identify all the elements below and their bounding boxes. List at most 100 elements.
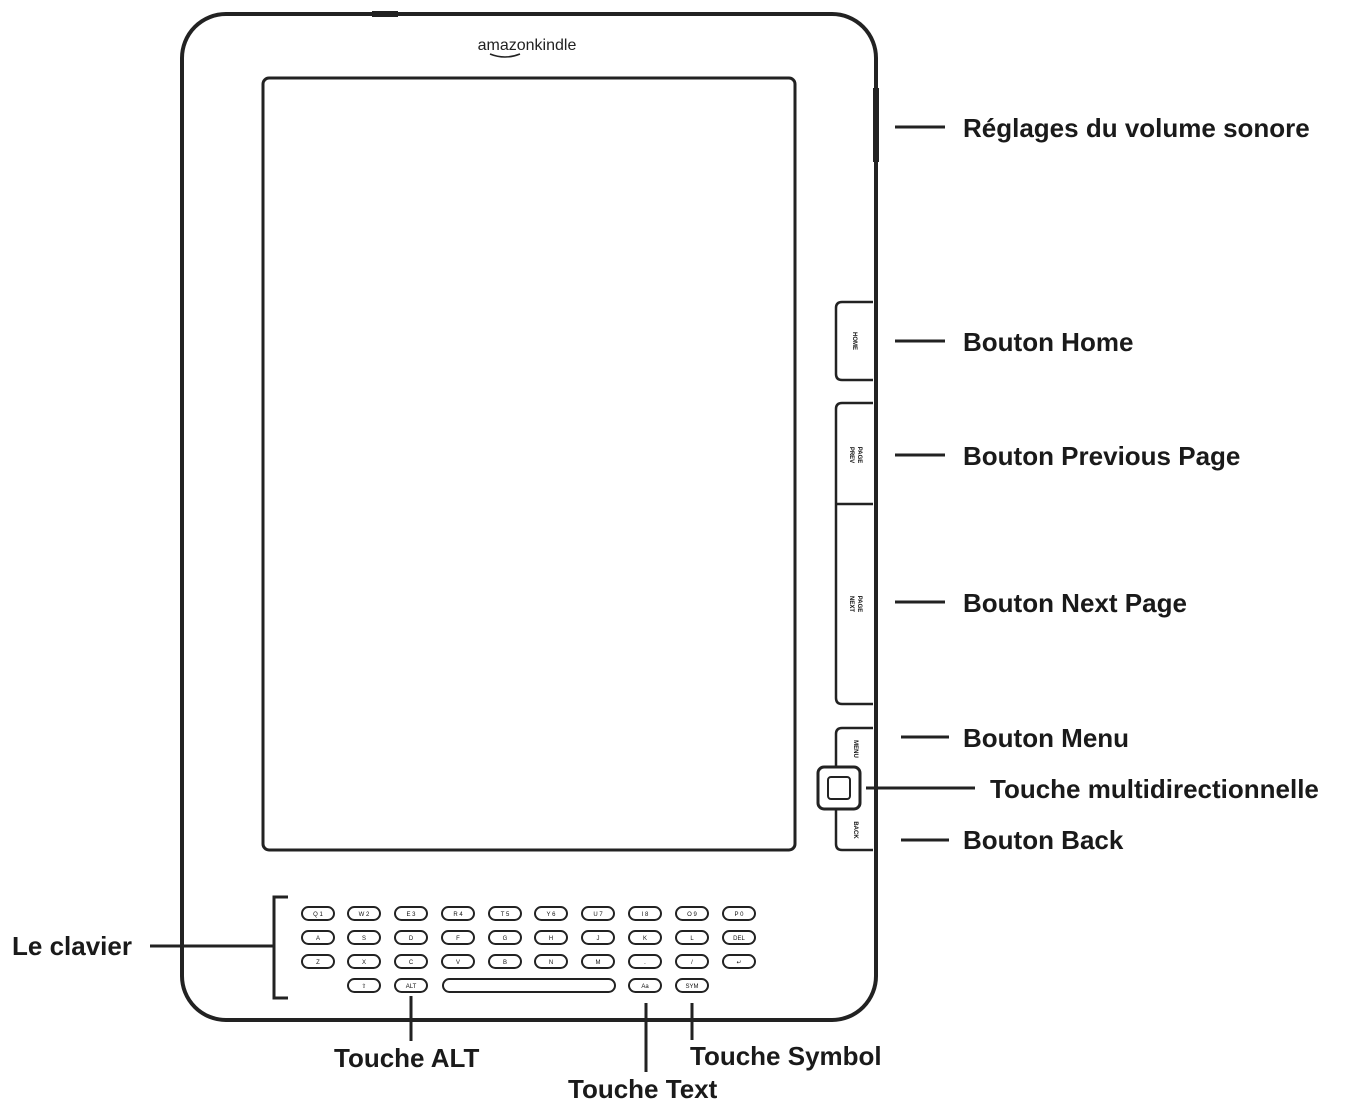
delete-key[interactable]: DEL (722, 930, 756, 945)
svg-text:SYM: SYM (685, 984, 698, 990)
screen (261, 76, 797, 852)
svg-text:P 0: P 0 (735, 912, 745, 918)
svg-text:C: C (409, 960, 414, 966)
volume-label: Réglages du volume sonore (963, 113, 1310, 143)
svg-text:U 7: U 7 (593, 912, 603, 918)
svg-text:Y 6: Y 6 (547, 912, 557, 918)
key[interactable]: . (628, 954, 662, 969)
key[interactable]: G (488, 930, 522, 945)
svg-text:S: S (362, 936, 366, 942)
svg-text:Q 1: Q 1 (313, 912, 323, 918)
space-bar[interactable] (442, 978, 616, 993)
keyboard: Q 1 W 2 E 3 R 4 T 5 Y 6 U 7 I 8 O 9 P 0 … (301, 906, 756, 993)
svg-text:I 8: I 8 (642, 912, 649, 918)
key[interactable]: F (441, 930, 475, 945)
multidirectional-label: Touche multidirectionnelle (990, 774, 1319, 804)
key[interactable]: U 7 (581, 906, 615, 921)
key-row-1: Q 1 W 2 E 3 R 4 T 5 Y 6 U 7 I 8 O 9 P 0 (301, 906, 756, 921)
svg-text:Z: Z (316, 960, 320, 966)
next-page-callout-label: Bouton Next Page (963, 588, 1187, 618)
prev-page-label-line1: PREV (848, 447, 854, 463)
key-row-3: Z X C V B N M . / ↵ (301, 954, 756, 969)
key[interactable]: X (347, 954, 381, 969)
home-button[interactable] (834, 300, 873, 382)
next-page-label-line1: NEXT (848, 596, 854, 612)
svg-text:ALT: ALT (406, 984, 417, 990)
side-buttons: HOME PREV PAGE NEXT PAGE MENU BACK (816, 300, 873, 852)
key[interactable]: T 5 (488, 906, 522, 921)
next-page-label-line2: PAGE (856, 596, 862, 613)
svg-text:M: M (596, 960, 601, 966)
key[interactable]: / (675, 954, 709, 969)
svg-text:B: B (503, 960, 507, 966)
key[interactable]: H (534, 930, 568, 945)
key-row-4: ⇧ ALT Aa SYM (347, 978, 709, 993)
svg-text:L: L (690, 936, 694, 942)
svg-text:K: K (643, 936, 647, 942)
key[interactable]: R 4 (441, 906, 475, 921)
svg-text:⇧: ⇧ (361, 983, 366, 990)
text-key[interactable]: Aa (628, 978, 662, 993)
volume-rocker (873, 88, 879, 162)
back-callout-label: Bouton Back (963, 825, 1124, 855)
svg-text:.: . (644, 960, 646, 966)
key[interactable]: I 8 (628, 906, 662, 921)
menu-callout-label: Bouton Menu (963, 723, 1129, 753)
page-turn-buttons (834, 401, 873, 706)
svg-text:T 5: T 5 (501, 912, 510, 918)
key[interactable]: N (534, 954, 568, 969)
amazon-smile-icon (489, 53, 521, 58)
keyboard-label: Le clavier (12, 931, 132, 961)
key[interactable]: J (581, 930, 615, 945)
key[interactable]: Q 1 (301, 906, 335, 921)
brand-text: amazonkindle (478, 37, 577, 54)
keyboard-bracket (272, 895, 288, 1000)
return-key[interactable]: ↵ (722, 954, 756, 969)
key[interactable]: K (628, 930, 662, 945)
menu-button-label: MENU (852, 740, 858, 758)
home-label: Bouton Home (963, 327, 1133, 357)
kindle-device (180, 11, 879, 1022)
svg-text:O 9: O 9 (687, 912, 697, 918)
svg-text:DEL: DEL (733, 936, 745, 942)
svg-text:A: A (316, 936, 320, 942)
alt-key[interactable]: ALT (394, 978, 428, 993)
svg-text:/: / (691, 960, 693, 966)
symbol-callout-label: Touche Symbol (690, 1041, 882, 1071)
prev-page-label-line2: PAGE (856, 447, 862, 464)
prev-page-callout-label: Bouton Previous Page (963, 441, 1240, 471)
key[interactable]: V (441, 954, 475, 969)
svg-text:R 4: R 4 (453, 912, 463, 918)
key[interactable]: O 9 (675, 906, 709, 921)
device-frame (180, 12, 878, 1022)
key[interactable]: E 3 (394, 906, 428, 921)
callout-labels: Réglages du volume sonore Bouton Home Bo… (12, 113, 1319, 1104)
key[interactable]: P 0 (722, 906, 756, 921)
svg-text:↵: ↵ (736, 960, 741, 966)
key[interactable]: A (301, 930, 335, 945)
svg-text:V: V (456, 960, 460, 966)
key[interactable]: Z (301, 954, 335, 969)
shift-key[interactable]: ⇧ (347, 978, 381, 993)
key[interactable]: Y 6 (534, 906, 568, 921)
key[interactable]: C (394, 954, 428, 969)
key[interactable]: W 2 (347, 906, 381, 921)
back-button-label: BACK (852, 821, 858, 839)
callout-lines (150, 125, 975, 1072)
key-row-2: A S D F G H J K L DEL (301, 930, 756, 945)
alt-callout-label: Touche ALT (334, 1043, 480, 1073)
key[interactable]: L (675, 930, 709, 945)
key[interactable]: B (488, 954, 522, 969)
svg-text:X: X (362, 960, 366, 966)
symbol-key[interactable]: SYM (675, 978, 709, 993)
svg-text:F: F (456, 936, 460, 942)
key[interactable]: M (581, 954, 615, 969)
amazon-kindle-logo: amazonkindle (478, 37, 577, 58)
svg-text:Aa: Aa (641, 984, 649, 990)
svg-text:H: H (549, 936, 553, 942)
key[interactable]: D (394, 930, 428, 945)
key[interactable]: S (347, 930, 381, 945)
svg-text:E 3: E 3 (406, 912, 416, 918)
svg-text:G: G (503, 936, 508, 942)
